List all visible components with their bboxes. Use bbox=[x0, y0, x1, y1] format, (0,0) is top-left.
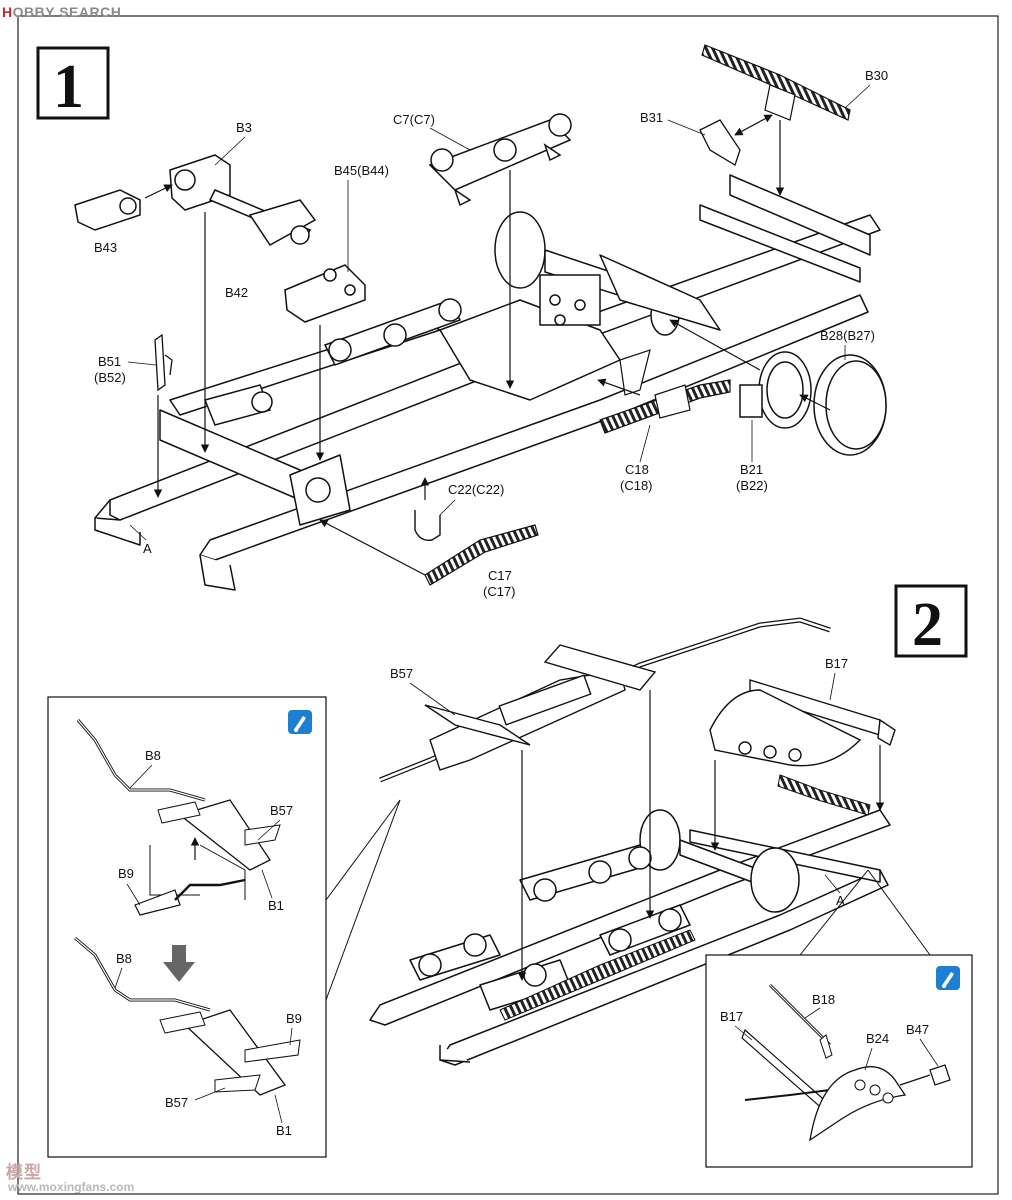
part-b31 bbox=[699, 119, 741, 166]
label-b28: B28(B27) bbox=[820, 328, 875, 343]
part-b21-b28-hub bbox=[739, 351, 887, 456]
label-b43: B43 bbox=[94, 240, 117, 255]
label-detail-b24: B24 bbox=[866, 1031, 889, 1046]
part-c18-leaf-spring bbox=[599, 349, 731, 434]
chassis-frame bbox=[94, 174, 881, 591]
label-b3: B3 bbox=[236, 120, 252, 135]
paint-icon bbox=[288, 710, 312, 734]
label-detail-b57-lower: B57 bbox=[165, 1095, 188, 1110]
step-2-number: 2 bbox=[912, 591, 943, 659]
label-detail-b8-lower: B8 bbox=[116, 951, 132, 966]
label-detail-b8: B8 bbox=[145, 748, 161, 763]
label-detail-b17: B17 bbox=[720, 1009, 743, 1024]
page-border bbox=[17, 15, 999, 1195]
step-2-number-box bbox=[894, 584, 968, 658]
label-c18-alt: (C18) bbox=[620, 478, 653, 493]
part-b17-assembly bbox=[709, 679, 896, 767]
part-c22-ubolt bbox=[414, 510, 441, 541]
label-detail-b57: B57 bbox=[270, 803, 293, 818]
label-detail-b47: B47 bbox=[906, 1022, 929, 1037]
hobby-search-watermark: HOBBY SEARCH bbox=[2, 4, 122, 20]
label-detail-b1: B1 bbox=[268, 898, 284, 913]
label-b30: B30 bbox=[865, 68, 888, 83]
label-c17: C17 bbox=[488, 568, 512, 583]
part-b30-leaf-spring bbox=[701, 44, 851, 121]
detail-left-box bbox=[47, 696, 327, 1158]
label-c18: C18 bbox=[625, 462, 649, 477]
step-1-number: 1 bbox=[53, 53, 84, 121]
label-b22: (B22) bbox=[736, 478, 768, 493]
label-b21: B21 bbox=[740, 462, 763, 477]
part-b51 bbox=[154, 333, 173, 392]
part-b17-spring bbox=[777, 774, 871, 816]
label-b42: B42 bbox=[225, 285, 248, 300]
detail-callout-left: B8 B57 B9 B1 B8 B9 B57 B1 bbox=[47, 696, 401, 1158]
label-s2-b57: B57 bbox=[390, 666, 413, 681]
label-s2-a: A bbox=[836, 893, 845, 908]
chassis-2-springs bbox=[499, 929, 696, 1021]
label-b51: B51 bbox=[98, 354, 121, 369]
step-2: 2 bbox=[47, 584, 973, 1168]
label-s2-b17: B17 bbox=[825, 656, 848, 671]
detail-callout-right: B18 B17 B24 B47 bbox=[705, 869, 973, 1168]
label-detail-b9-lower: B9 bbox=[286, 1011, 302, 1026]
step-1: 1 bbox=[36, 44, 888, 599]
step-1-number-box bbox=[36, 46, 110, 120]
label-b31: B31 bbox=[640, 110, 663, 125]
part-c17-leaf-spring bbox=[424, 524, 539, 586]
label-detail-b18: B18 bbox=[812, 992, 835, 1007]
moxingfans-url-watermark: www.moxingfans.com bbox=[8, 1180, 135, 1194]
label-detail-b1-lower: B1 bbox=[276, 1123, 292, 1138]
part-b3-b42-b43 bbox=[74, 154, 317, 246]
sequence-arrow-icon bbox=[163, 945, 195, 982]
part-b57 bbox=[424, 644, 657, 771]
part-c7 bbox=[428, 113, 572, 207]
label-c22: C22(C22) bbox=[448, 482, 504, 497]
label-a: A bbox=[143, 541, 152, 556]
detail-right-box bbox=[705, 954, 973, 1168]
label-detail-b9: B9 bbox=[118, 866, 134, 881]
label-c7: C7(C7) bbox=[393, 112, 435, 127]
bogie-assemblies bbox=[203, 298, 462, 426]
part-b45 bbox=[284, 264, 366, 323]
label-b45: B45(B44) bbox=[334, 163, 389, 178]
moxingfans-watermark: 模型 bbox=[6, 1163, 42, 1182]
label-b52: (B52) bbox=[94, 370, 126, 385]
paint-icon bbox=[936, 966, 960, 990]
label-c17-alt: (C17) bbox=[483, 584, 516, 599]
